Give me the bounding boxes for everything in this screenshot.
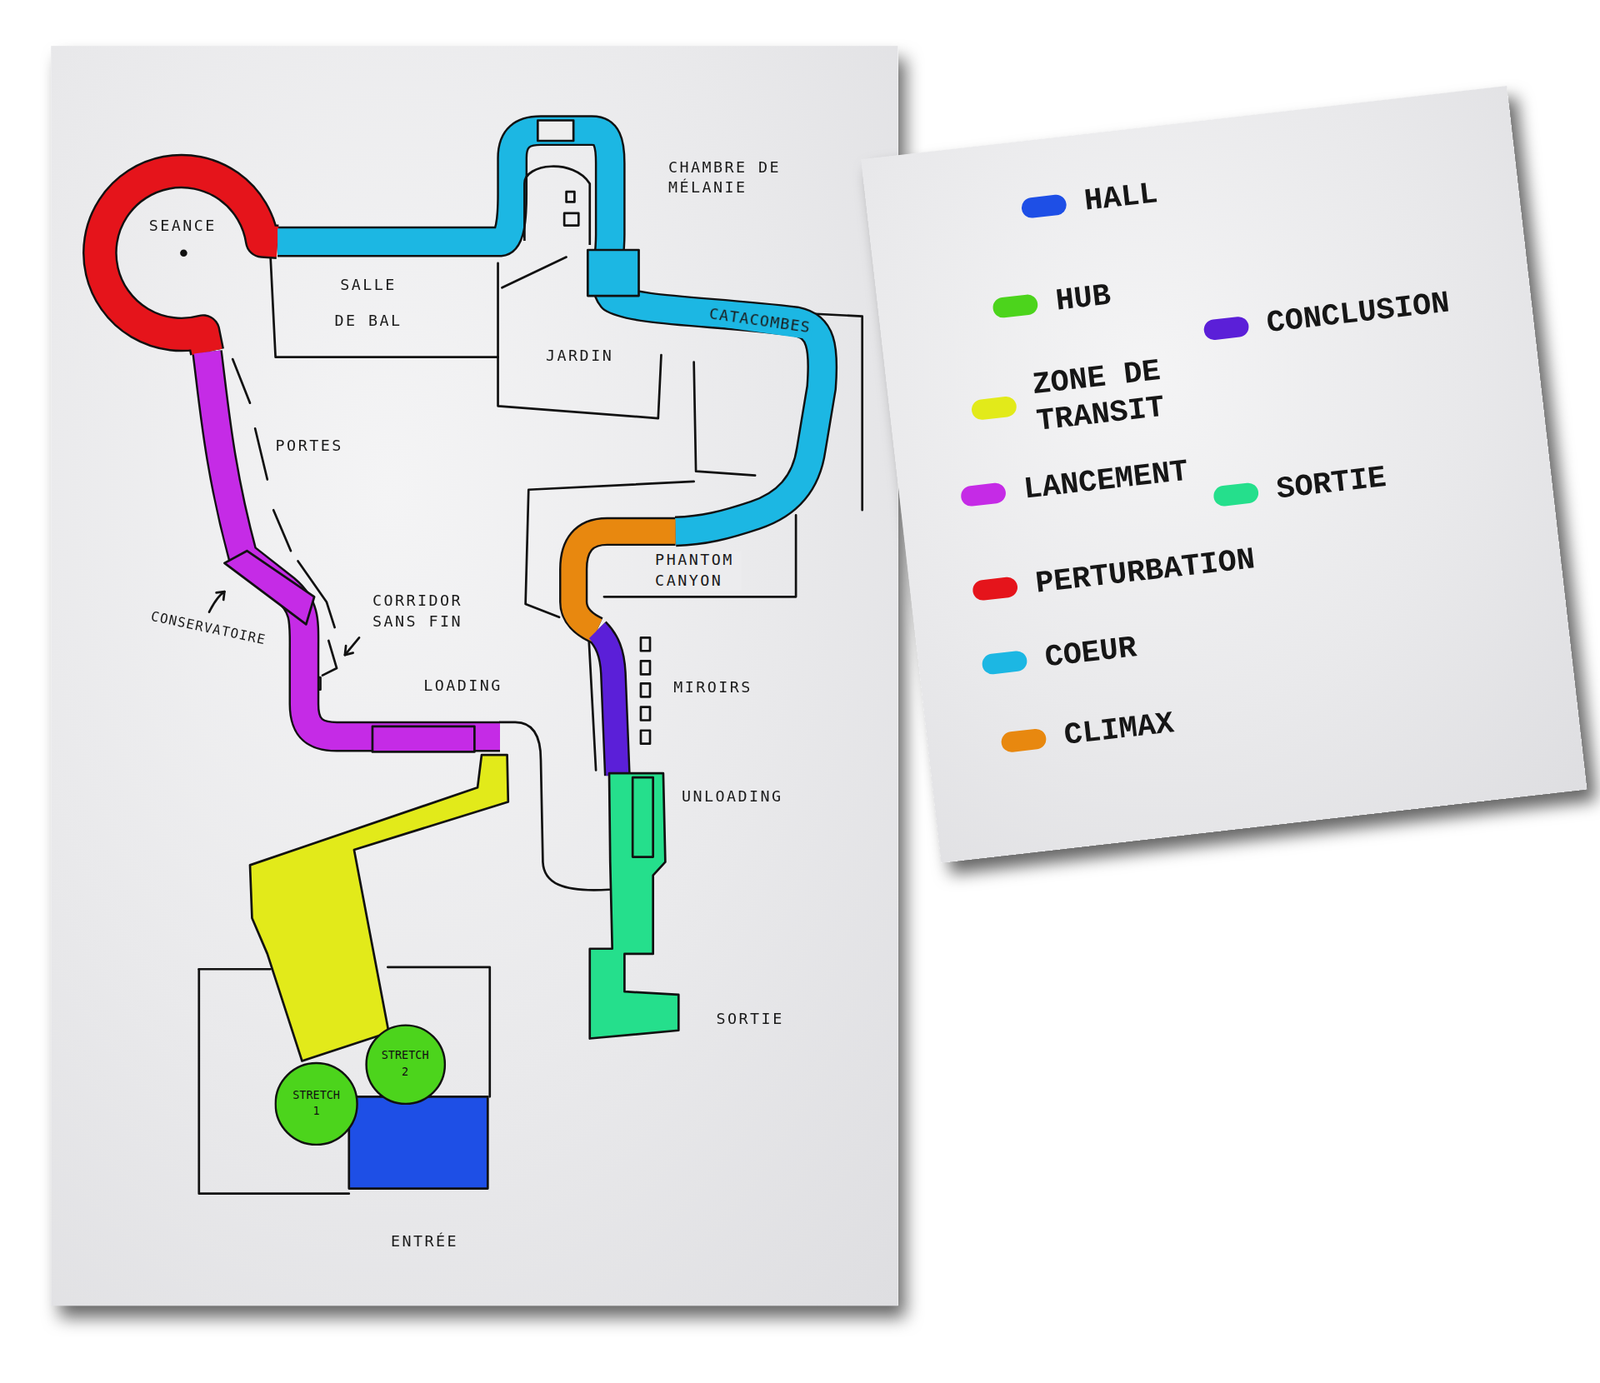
place-label: UNLOADING xyxy=(681,787,784,808)
zone-blocks xyxy=(180,120,679,1189)
legend-text: HALL xyxy=(1082,175,1160,220)
place-label: JARDIN xyxy=(545,346,614,367)
legend-swatch xyxy=(1000,728,1047,754)
legend-swatch xyxy=(1202,315,1250,341)
legend-swatch xyxy=(971,575,1019,601)
track-outline xyxy=(100,130,823,776)
legend-swatch xyxy=(960,481,1007,507)
stretch-circle: STRETCH 1 xyxy=(274,1062,358,1146)
place-label: ENTRÉE xyxy=(390,1232,459,1253)
legend-text: SORTIE xyxy=(1274,459,1388,509)
legend-swatch xyxy=(1212,481,1260,507)
legend-row: HALL xyxy=(1020,175,1160,227)
legend-text: LANCEMENT xyxy=(1021,453,1190,509)
place-label: CHAMBRE DE MÉLANIE xyxy=(668,158,801,199)
place-label: SALLE DE BAL xyxy=(328,267,409,338)
place-label: SEANCE xyxy=(149,216,217,237)
place-label: LOADING xyxy=(423,676,503,697)
legend-row: SORTIE xyxy=(1211,459,1389,515)
legend-row: HUB xyxy=(990,277,1113,328)
place-label: PORTES xyxy=(275,436,344,457)
legend-text: ZONE DE TRANSIT xyxy=(1030,350,1191,440)
stretch-label: STRETCH 2 xyxy=(376,1047,435,1081)
legend-row: PERTURBATION xyxy=(970,540,1257,610)
legend-text: CONCLUSION xyxy=(1265,285,1452,343)
legend-row: COEUR xyxy=(980,629,1139,684)
legend-swatch xyxy=(991,293,1039,319)
legend-text: PERTURBATION xyxy=(1033,540,1257,603)
walls xyxy=(199,255,863,1195)
legend-text: CLIMAX xyxy=(1062,705,1176,755)
legend-swatch xyxy=(970,395,1018,421)
legend-row: CONCLUSION xyxy=(1201,285,1451,350)
legend-row: ZONE DE TRANSIT xyxy=(967,350,1191,448)
legend-row: LANCEMENT xyxy=(959,453,1191,516)
legend-paper: HALL HUB CONCLUSION ZONE DE TRANSIT LANCEMEN… xyxy=(860,85,1587,864)
place-label: CORRIDOR SANS FIN xyxy=(372,591,470,632)
track-zones xyxy=(100,130,823,776)
legend-text: HUB xyxy=(1054,277,1114,320)
legend-text: COEUR xyxy=(1043,629,1140,676)
stretch-circle: STRETCH 2 xyxy=(365,1024,446,1105)
legend-swatch xyxy=(980,650,1028,675)
place-label: SORTIE xyxy=(716,1010,785,1030)
legend-row: CLIMAX xyxy=(999,705,1176,761)
stretch-label: STRETCH 1 xyxy=(287,1087,345,1121)
place-label: PHANTOM CANYON xyxy=(653,550,741,591)
place-label: MIROIRS xyxy=(673,678,753,699)
legend-swatch xyxy=(1020,193,1068,219)
